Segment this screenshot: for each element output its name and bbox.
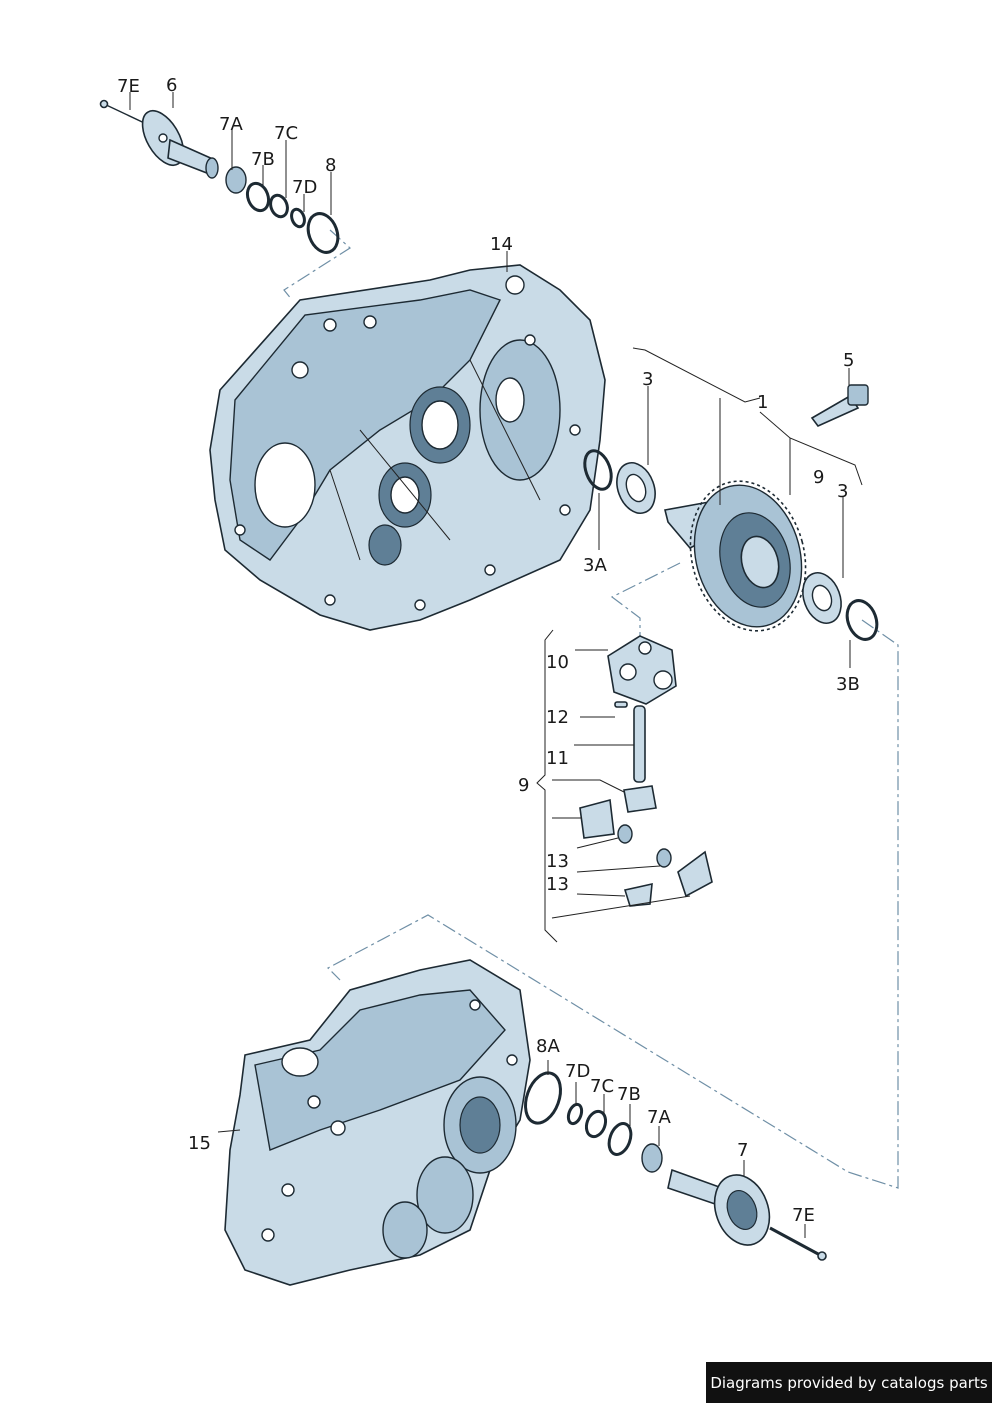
label-11: 11 — [546, 748, 569, 769]
assembly-paths — [283, 229, 899, 1189]
rings-bottom — [524, 1071, 663, 1173]
label-7E-bottom: 7E — [792, 1205, 815, 1226]
label-6: 6 — [166, 75, 177, 96]
leader-lines — [129, 92, 863, 1238]
label-9-right: 9 — [813, 467, 824, 488]
label-7A-bottom: 7A — [647, 1107, 671, 1128]
label-1: 1 — [757, 392, 768, 413]
footer-credit: Diagrams provided by catalogs parts — [706, 1362, 992, 1403]
rings-top — [225, 166, 340, 254]
label-7C-bottom: 7C — [590, 1076, 614, 1097]
gearbox-housing-upper — [209, 264, 606, 631]
label-5: 5 — [843, 350, 854, 371]
label-15: 15 — [188, 1133, 211, 1154]
gearbox-housing-lower — [224, 959, 531, 1286]
label-7: 7 — [737, 1140, 748, 1161]
label-3-left: 3 — [642, 369, 653, 390]
differential-upper — [583, 449, 879, 641]
flange-shaft-top — [99, 99, 219, 179]
label-10: 10 — [546, 652, 569, 673]
label-3B: 3B — [836, 674, 860, 695]
label-14: 14 — [490, 234, 513, 255]
flange-shaft-bottom — [667, 1168, 827, 1261]
label-3A: 3A — [583, 555, 607, 576]
label-7D-top: 7D — [292, 177, 317, 198]
label-7A-top: 7A — [219, 114, 243, 135]
label-12: 12 — [546, 707, 569, 728]
label-8A: 8A — [536, 1036, 560, 1057]
label-9-left: 9 — [518, 775, 529, 796]
sensor-5 — [810, 384, 869, 427]
label-8: 8 — [325, 155, 336, 176]
part-labels: 7E 6 7A 7C 7B 7D 8 14 5 3 1 9 3 3A 3B 10… — [117, 75, 860, 1226]
label-7C-top: 7C — [274, 123, 298, 144]
differential-internals — [579, 635, 713, 907]
label-7E-top: 7E — [117, 76, 140, 97]
label-7D-bottom: 7D — [565, 1061, 590, 1082]
label-13-upper: 13 — [546, 851, 569, 872]
label-3-right: 3 — [837, 481, 848, 502]
label-13-lower: 13 — [546, 874, 569, 895]
label-7B-top: 7B — [251, 149, 275, 170]
label-7B-bottom: 7B — [617, 1084, 641, 1105]
